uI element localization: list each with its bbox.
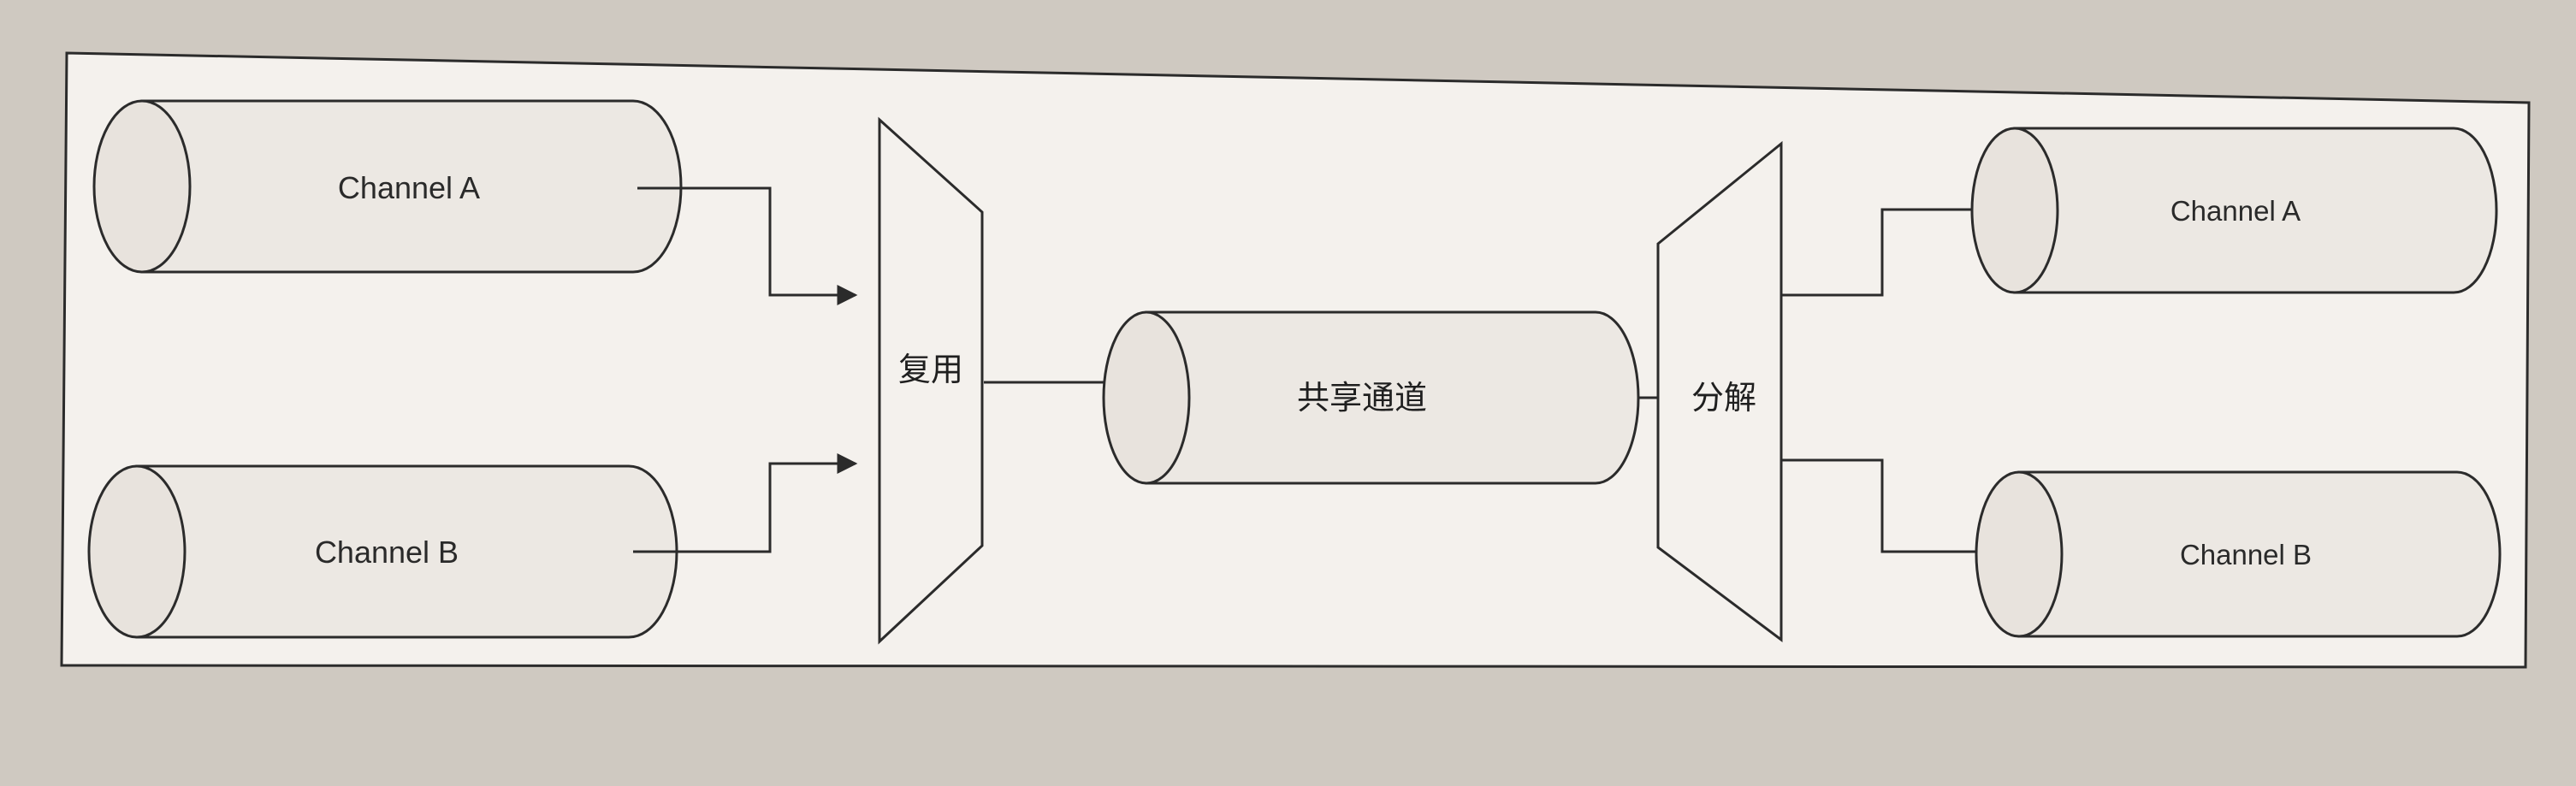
input-channel-a-pipe: Channel A bbox=[92, 99, 683, 274]
connector-demux-to-b bbox=[1781, 458, 2009, 562]
connector-demux-to-a bbox=[1781, 199, 2005, 297]
multiplexer-block: 复用 bbox=[878, 116, 984, 645]
demultiplexer-block: 分解 bbox=[1656, 140, 1783, 642]
output-channel-b-label: Channel B bbox=[2180, 539, 2312, 570]
output-channel-a-pipe: Channel A bbox=[1970, 127, 2498, 294]
shared-channel-pipe: 共享通道 bbox=[1102, 310, 1640, 485]
connector-b-to-mux bbox=[633, 453, 858, 553]
mux-label: 复用 bbox=[898, 351, 963, 388]
output-channel-a-label: Channel A bbox=[2170, 195, 2301, 227]
shared-channel-label: 共享通道 bbox=[1297, 379, 1427, 417]
input-channel-b-label: Channel B bbox=[315, 535, 459, 570]
demux-label: 分解 bbox=[1691, 379, 1756, 417]
input-channel-a-label: Channel A bbox=[338, 170, 480, 205]
connector-a-to-mux bbox=[637, 186, 858, 305]
output-channel-b-pipe: Channel B bbox=[1975, 470, 2502, 638]
input-channel-b-pipe: Channel B bbox=[87, 464, 678, 639]
